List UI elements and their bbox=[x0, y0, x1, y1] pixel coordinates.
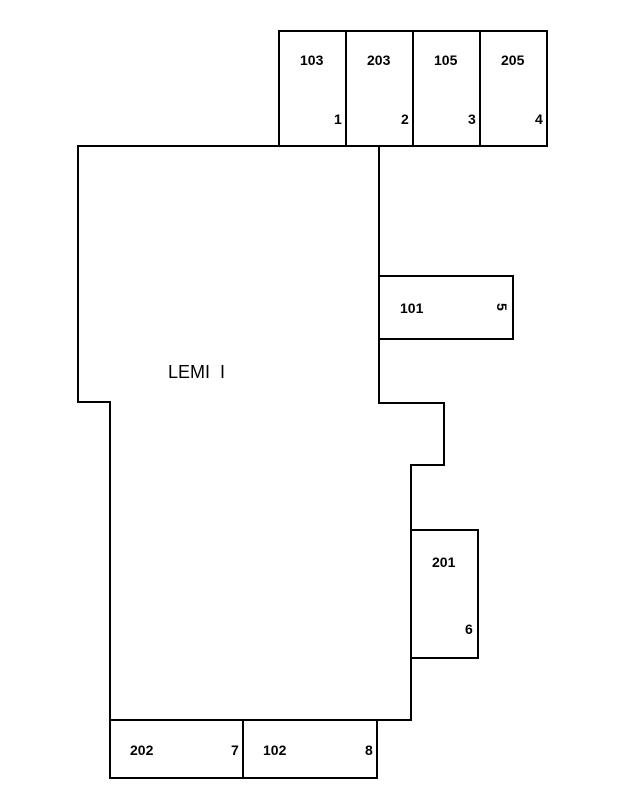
parking-space-1[interactable]: 103 1 bbox=[278, 30, 347, 147]
parking-space-3[interactable]: 105 3 bbox=[412, 30, 481, 147]
unit-label: 102 bbox=[263, 742, 287, 758]
space-number: 1 bbox=[334, 111, 342, 127]
unit-label: 105 bbox=[434, 52, 458, 68]
space-number: 6 bbox=[465, 621, 473, 637]
space-number: 7 bbox=[231, 742, 239, 758]
unit-label: 205 bbox=[501, 52, 525, 68]
space-number: 5 bbox=[494, 303, 510, 311]
space-number: 4 bbox=[535, 111, 543, 127]
parking-space-8[interactable]: 102 8 bbox=[242, 719, 378, 779]
parking-space-4[interactable]: 205 4 bbox=[479, 30, 548, 147]
building-name: LEMI I bbox=[168, 362, 225, 382]
parking-space-2[interactable]: 203 2 bbox=[345, 30, 414, 147]
space-number: 2 bbox=[401, 111, 409, 127]
unit-label: 203 bbox=[367, 52, 391, 68]
space-number: 8 bbox=[365, 742, 373, 758]
unit-label: 103 bbox=[300, 52, 324, 68]
building-outline bbox=[77, 145, 445, 721]
space-number: 3 bbox=[468, 111, 476, 127]
unit-label: 201 bbox=[432, 554, 456, 570]
parking-space-6[interactable]: 201 6 bbox=[410, 529, 479, 659]
unit-label: 101 bbox=[400, 300, 424, 316]
unit-label: 202 bbox=[130, 742, 154, 758]
parking-space-7[interactable]: 202 7 bbox=[109, 719, 244, 779]
parking-space-5[interactable]: 101 5 bbox=[378, 275, 514, 340]
